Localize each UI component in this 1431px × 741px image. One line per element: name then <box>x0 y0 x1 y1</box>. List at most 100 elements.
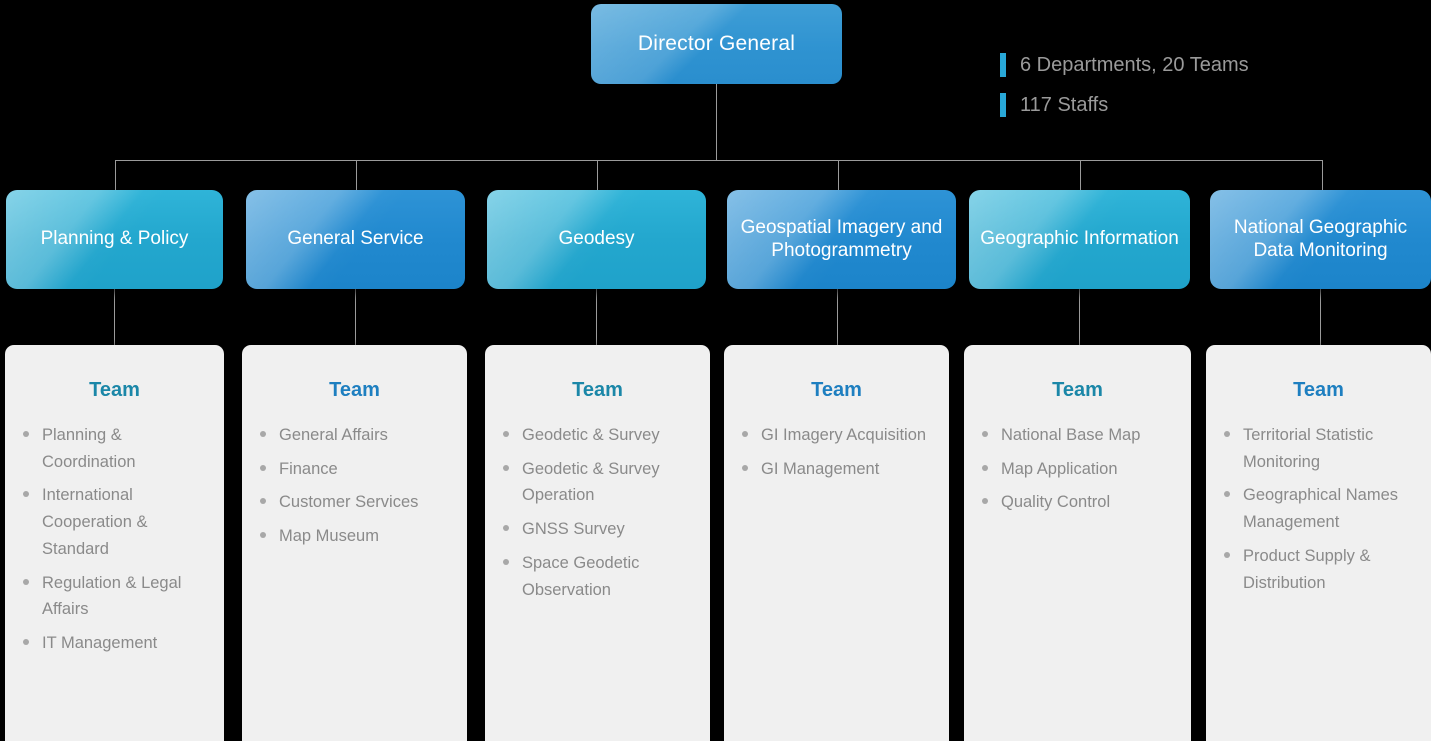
connector-drop-dept-4 <box>838 160 839 192</box>
list-item[interactable]: IT Management <box>21 630 208 657</box>
team-list-6: Territorial Statistic Monitoring Geograp… <box>1222 422 1415 596</box>
list-item[interactable]: Quality Control <box>980 489 1175 516</box>
bullet-icon <box>982 464 988 471</box>
connector-dept-team-2 <box>355 289 356 355</box>
list-item[interactable]: Territorial Statistic Monitoring <box>1222 422 1415 475</box>
list-item[interactable]: Customer Services <box>258 489 451 516</box>
bullet-icon <box>742 431 748 437</box>
team-heading: Team <box>329 379 380 401</box>
connector-dept-team-6 <box>1320 289 1321 355</box>
bullet-icon <box>260 464 266 471</box>
team-heading: Team <box>1293 379 1344 401</box>
team-item-label: Geodetic & Survey Operation <box>522 459 660 505</box>
node-director-general-label: Director General <box>637 31 796 55</box>
connector-root-vertical <box>716 84 717 160</box>
bullet-icon <box>23 491 29 498</box>
list-item[interactable]: Map Museum <box>258 523 451 550</box>
dept-box-national-geographic-data-monitoring[interactable]: National Geographic Data Monitoring <box>1210 190 1431 289</box>
team-list-1: Planning & Coordination International Co… <box>21 422 208 657</box>
bullet-icon <box>23 431 29 437</box>
connector-horizontal-bus <box>115 160 1323 161</box>
list-item[interactable]: Geodetic & Survey Operation <box>501 456 694 509</box>
list-item[interactable]: GNSS Survey <box>501 516 694 543</box>
dept-box-geodesy[interactable]: Geodesy <box>487 190 706 289</box>
node-director-general[interactable]: Director General <box>591 4 842 84</box>
list-item[interactable]: Finance <box>258 456 451 483</box>
legend-bar-icon <box>1000 53 1006 77</box>
team-item-label: GI Management <box>761 459 880 478</box>
team-item-label: Product Supply & Distribution <box>1243 546 1371 592</box>
team-item-label: Geographical Names Management <box>1243 486 1398 532</box>
bullet-icon <box>1224 491 1230 498</box>
team-card-geospatial-imagery: Team GI Imagery Acquisition GI Managemen… <box>724 345 949 741</box>
team-item-label: Customer Services <box>279 493 419 512</box>
dept-box-planning-policy[interactable]: Planning & Policy <box>6 190 223 289</box>
list-item[interactable]: National Base Map <box>980 422 1175 449</box>
dept-box-geospatial-imagery-photogrammetry[interactable]: Geospatial Imagery and Photogrammetry <box>727 190 956 289</box>
team-item-label: Quality Control <box>1001 493 1111 512</box>
list-item[interactable]: International Cooperation & Standard <box>21 482 208 562</box>
team-item-label: Map Application <box>1001 459 1118 478</box>
team-list-3: Geodetic & Survey Geodetic & Survey Oper… <box>501 422 694 603</box>
legend-bar-icon <box>1000 93 1006 117</box>
legend: 6 Departments, 20 Teams 117 Staffs <box>1000 45 1330 125</box>
team-item-label: International Cooperation & Standard <box>42 486 148 558</box>
team-item-label: Planning & Coordination <box>42 426 136 471</box>
team-card-planning-policy: Team Planning & Coordination Internation… <box>5 345 224 741</box>
legend-item-departments: 6 Departments, 20 Teams <box>1000 45 1330 85</box>
list-item[interactable]: Map Application <box>980 456 1175 483</box>
dept-label: Geospatial Imagery and Photogrammetry <box>740 217 943 261</box>
bullet-icon <box>1224 431 1230 437</box>
team-list-5: National Base Map Map Application Qualit… <box>980 422 1175 516</box>
bullet-icon <box>23 639 29 646</box>
team-item-label: Regulation & Legal Affairs <box>42 573 182 619</box>
team-card-general-service: Team General Affairs Finance Customer Se… <box>242 345 467 741</box>
team-item-label: Territorial Statistic Monitoring <box>1243 426 1374 471</box>
bullet-icon <box>503 431 509 437</box>
legend-departments-text: 6 Departments, 20 Teams <box>1020 53 1249 76</box>
dept-label: Geodesy <box>558 228 635 250</box>
team-item-label: GI Imagery Acquisition <box>761 426 927 444</box>
team-item-label: Finance <box>279 459 338 478</box>
bullet-icon <box>503 558 509 565</box>
team-card-geodesy: Team Geodetic & Survey Geodetic & Survey… <box>485 345 710 741</box>
legend-staffs-text: 117 Staffs <box>1020 93 1109 116</box>
list-item[interactable]: General Affairs <box>258 422 451 449</box>
bullet-icon <box>742 464 748 471</box>
team-item-label: Geodetic & Survey <box>522 426 660 444</box>
list-item[interactable]: Geodetic & Survey <box>501 422 694 449</box>
list-item[interactable]: Planning & Coordination <box>21 422 208 475</box>
dept-label: Geographic Information <box>980 228 1179 250</box>
list-item[interactable]: Space Geodetic Observation <box>501 550 694 603</box>
team-item-label: General Affairs <box>279 426 388 444</box>
bullet-icon <box>982 431 988 437</box>
connector-drop-dept-2 <box>356 160 357 192</box>
connector-drop-dept-3 <box>597 160 598 192</box>
bullet-icon <box>260 532 266 539</box>
team-card-geographic-information: Team National Base Map Map Application Q… <box>964 345 1191 741</box>
list-item[interactable]: Product Supply & Distribution <box>1222 543 1415 596</box>
team-item-label: GNSS Survey <box>522 520 625 539</box>
list-item[interactable]: Geographical Names Management <box>1222 482 1415 535</box>
list-item[interactable]: Regulation & Legal Affairs <box>21 570 208 623</box>
team-item-label: National Base Map <box>1001 426 1141 444</box>
team-heading: Team <box>572 379 623 401</box>
dept-box-geographic-information[interactable]: Geographic Information <box>969 190 1190 289</box>
connector-dept-team-1 <box>114 289 115 355</box>
team-heading: Team <box>811 379 862 401</box>
connector-drop-dept-5 <box>1080 160 1081 192</box>
team-item-label: Space Geodetic Observation <box>522 553 640 599</box>
connector-dept-team-5 <box>1079 289 1080 355</box>
list-item[interactable]: GI Management <box>740 456 933 483</box>
team-card-national-geographic-data-monitoring: Team Territorial Statistic Monitoring Ge… <box>1206 345 1431 741</box>
team-list-4: GI Imagery Acquisition GI Management <box>740 422 933 482</box>
list-item[interactable]: GI Imagery Acquisition <box>740 422 933 449</box>
bullet-icon <box>260 498 266 505</box>
team-heading: Team <box>1052 379 1103 401</box>
legend-item-staffs: 117 Staffs <box>1000 85 1330 125</box>
dept-box-general-service[interactable]: General Service <box>246 190 465 289</box>
connector-dept-team-3 <box>596 289 597 355</box>
team-heading: Team <box>89 379 140 401</box>
bullet-icon <box>982 498 988 505</box>
